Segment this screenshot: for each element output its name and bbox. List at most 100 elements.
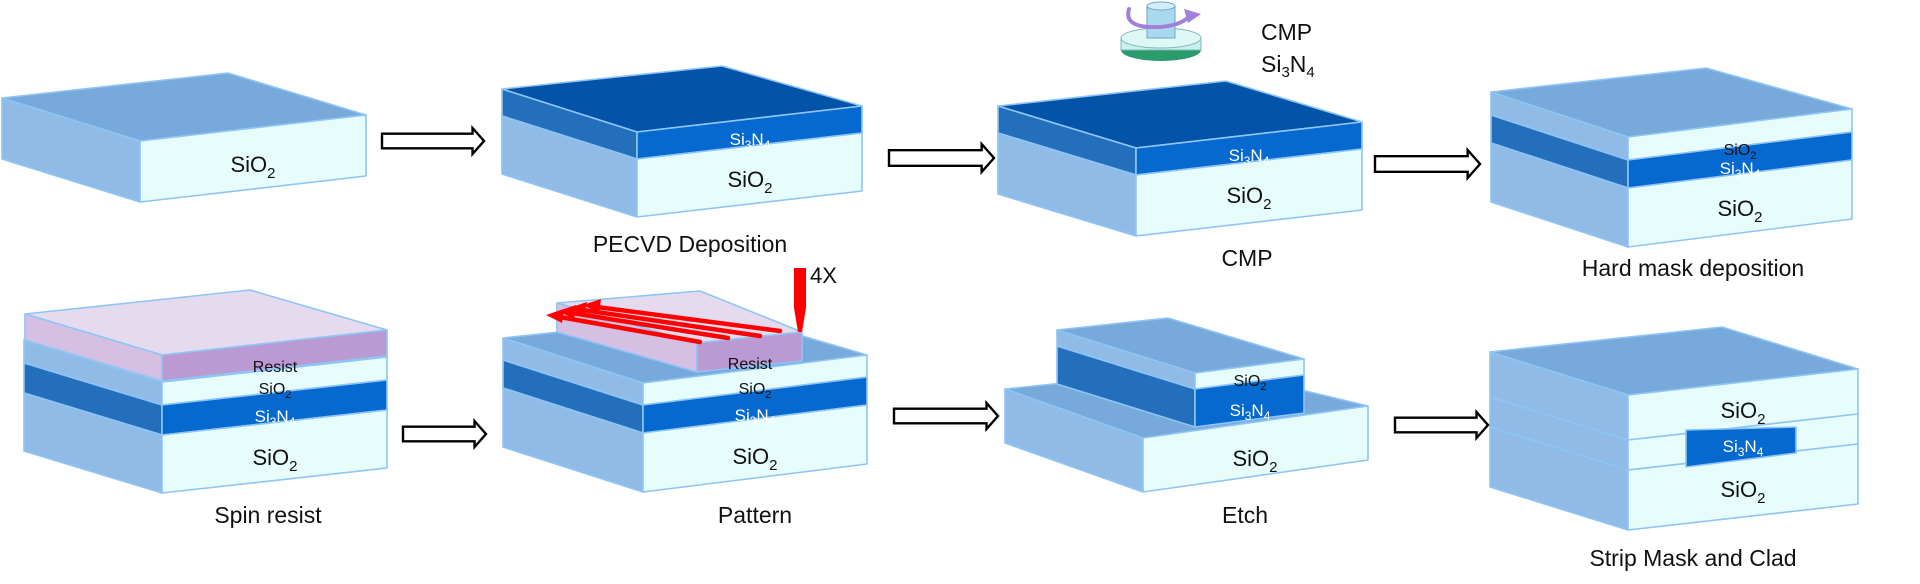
oxide-front-face xyxy=(642,404,868,493)
nitride-formula-n: N xyxy=(1741,159,1753,178)
oxide-formula-sub: 2 xyxy=(1757,411,1765,428)
arrow-right-icon xyxy=(380,124,486,158)
arrow-shape xyxy=(1373,146,1482,182)
nitride-formula-si: Si xyxy=(1720,159,1735,178)
nitride-formula-sub3: 3 xyxy=(1244,154,1251,168)
pecvd-oxide-label: SiO2 xyxy=(727,167,772,197)
cmp-polisher-icon xyxy=(1120,1,1202,61)
arrow-shape xyxy=(401,417,488,451)
nitride-si: Si xyxy=(1261,51,1281,77)
oxide-front-face xyxy=(636,132,863,218)
oxide-formula-sub: 2 xyxy=(285,389,291,401)
cmp-annotation-line1: CMP xyxy=(1261,19,1312,45)
arrow-shape xyxy=(892,399,1000,433)
nitride-formula-sub3: 3 xyxy=(1738,445,1745,459)
oxide-formula-base: SiO xyxy=(230,152,267,177)
nitride-sub4: 4 xyxy=(1306,64,1314,81)
arrow-right-icon xyxy=(1393,408,1490,442)
oxide-formula-base: SiO xyxy=(1720,398,1757,423)
clad-bottom-oxide-label: SiO2 xyxy=(1720,477,1765,507)
resist-front-face xyxy=(696,331,803,373)
caption-etch: Etch xyxy=(1222,502,1268,528)
pattern-top-oxide-label: SiO2 xyxy=(739,381,772,401)
oxide-formula-base: SiO xyxy=(727,167,764,192)
clad-top-oxide-label: SiO2 xyxy=(1720,398,1765,428)
pattern-nitride-label: Si3N4 xyxy=(735,406,776,428)
nitride-formula-n: N xyxy=(1251,401,1263,420)
polisher-head-top xyxy=(1146,1,1176,11)
clad-nitride-label: Si3N4 xyxy=(1723,437,1764,459)
oxide-formula-base: SiO xyxy=(739,381,766,398)
cmp-annotation-line2: Si3N4 xyxy=(1261,51,1315,81)
step-cmp xyxy=(997,80,1363,237)
spin-top-oxide-label: SiO2 xyxy=(259,381,292,401)
nitride-sub3: 3 xyxy=(1281,64,1289,81)
oxide-formula-base: SiO xyxy=(259,381,286,398)
diagram-labels: SiO2Si3N4SiO2Si3N4SiO2SiO2Si3N4SiO2Resis… xyxy=(230,130,1765,507)
scan-line xyxy=(569,310,731,341)
oxide-formula-sub: 2 xyxy=(1757,490,1765,507)
oxide-formula-base: SiO xyxy=(1720,477,1757,502)
nitride-formula-sub4: 4 xyxy=(1757,445,1764,459)
nitride-formula-sub4: 4 xyxy=(1263,154,1270,168)
oxide-formula-base: SiO xyxy=(252,445,289,470)
spin-bottom-oxide-label: SiO2 xyxy=(252,445,297,475)
caption-pecvd: PECVD Deposition xyxy=(593,231,787,257)
oxide-formula-sub: 2 xyxy=(1269,459,1277,476)
nitride-formula-sub3: 3 xyxy=(1735,167,1742,181)
step-pecvd xyxy=(501,65,863,218)
exposure-scan-arrow-icon xyxy=(583,299,783,334)
nitride-formula-sub4: 4 xyxy=(1754,167,1761,181)
oxide-formula-base: SiO xyxy=(732,444,769,469)
resist-front-face xyxy=(161,329,388,382)
caption-strip-mask-clad: Strip Mask and Clad xyxy=(1589,545,1796,571)
oxide-front-face xyxy=(161,409,388,494)
oxide-front-face xyxy=(1135,148,1363,237)
nitride-formula-n: N xyxy=(756,406,768,425)
step-strip-mask-clad xyxy=(1489,326,1859,531)
hardmask-bottom-oxide-label: SiO2 xyxy=(1717,196,1762,226)
nitride-formula-sub4: 4 xyxy=(764,138,771,152)
exposure-scan-arrow-icon xyxy=(546,309,703,345)
etch-bottom-oxide-label: SiO2 xyxy=(1232,446,1277,476)
scan-line xyxy=(580,307,763,339)
arrow-right-icon xyxy=(401,417,488,451)
nitride-front-face xyxy=(1194,374,1305,428)
caption-spin-resist: Spin resist xyxy=(214,502,322,528)
caption-hardmask: Hard mask deposition xyxy=(1582,255,1804,281)
oxide-formula-sub: 2 xyxy=(289,458,297,475)
etch-nitride-label: Si3N4 xyxy=(1230,401,1271,423)
arrow-shape xyxy=(1393,408,1490,442)
nitride-formula-si: Si xyxy=(1723,437,1738,456)
write-head-shape xyxy=(794,268,806,332)
cmp-nitride-label: Si3N4 xyxy=(1229,146,1270,168)
oxide-formula-sub: 2 xyxy=(1754,209,1762,226)
nitride-formula-si: Si xyxy=(735,406,750,425)
oxide-formula-sub: 2 xyxy=(1263,196,1271,213)
scan-line xyxy=(594,304,783,334)
nitride-formula-n: N xyxy=(276,407,288,426)
etch-top-oxide-label: SiO2 xyxy=(1234,373,1267,393)
nitride-formula-sub4: 4 xyxy=(289,415,296,429)
polisher-head xyxy=(1146,5,1176,39)
oxide-formula-sub: 2 xyxy=(765,389,771,401)
nitride-formula-sub3: 3 xyxy=(270,415,277,429)
step-hardmask xyxy=(1490,67,1853,248)
oxide-formula-base: SiO xyxy=(1717,196,1754,221)
oxide-front-face xyxy=(1627,159,1853,248)
pattern-resist-label: Resist xyxy=(728,356,773,373)
arrow-right-icon xyxy=(1373,146,1482,182)
oxide-formula-base: SiO xyxy=(1724,142,1751,159)
write-head-marker-icon xyxy=(794,268,806,332)
oxide-formula-sub: 2 xyxy=(764,180,772,197)
pattern-bottom-oxide-label: SiO2 xyxy=(732,444,777,474)
oxide-formula-base: SiO xyxy=(1234,373,1261,390)
step-substrate xyxy=(1,72,367,203)
scan-arrowhead xyxy=(546,309,564,323)
caption-pattern: Pattern xyxy=(718,502,792,528)
rotation-arrow-path xyxy=(1126,7,1192,30)
oxide-formula-sub: 2 xyxy=(267,165,275,182)
spin-resist-label: Resist xyxy=(253,359,298,376)
step-etch xyxy=(1004,317,1369,493)
